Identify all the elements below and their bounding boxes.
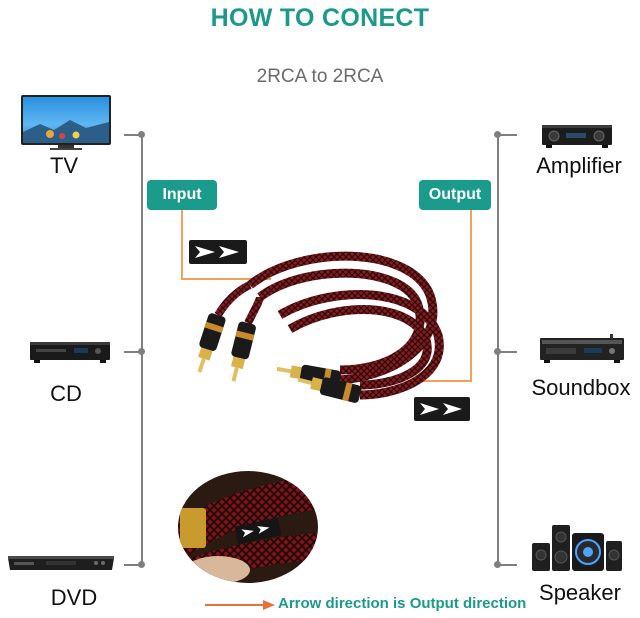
device-label-amplifier: Amplifier (524, 153, 634, 179)
page-title: HOW TO CONECT (0, 4, 640, 33)
right-junction-dot (494, 131, 501, 138)
device-label-speaker: Speaker (530, 580, 630, 606)
input-tag: Input (147, 180, 217, 210)
output-guide-line (470, 210, 472, 382)
dvd-player-icon (6, 552, 116, 574)
device-label-dvd: DVD (30, 585, 118, 611)
soundbox-icon (540, 334, 624, 364)
cable-closeup-image (178, 470, 318, 585)
left-junction-dot (138, 348, 145, 355)
amplifier-icon (542, 124, 612, 148)
speaker-icon (532, 525, 622, 573)
right-junction-dot (494, 348, 501, 355)
right-junction-dot (494, 561, 501, 568)
page-subtitle: 2RCA to 2RCA (0, 66, 640, 88)
arrow-direction-caption: Arrow direction is Output direction (278, 595, 526, 612)
input-guide-line (181, 210, 183, 280)
device-label-cd: CD (22, 381, 110, 407)
device-label-tv: TV (20, 153, 108, 179)
rca-cable-image (190, 245, 460, 440)
left-junction-dot (138, 561, 145, 568)
cd-player-icon (30, 340, 110, 364)
output-tag: Output (419, 180, 491, 210)
caption-arrow-icon (205, 598, 277, 610)
device-label-soundbox: Soundbox (522, 375, 640, 401)
left-junction-dot (138, 131, 145, 138)
tv-icon (20, 94, 112, 152)
